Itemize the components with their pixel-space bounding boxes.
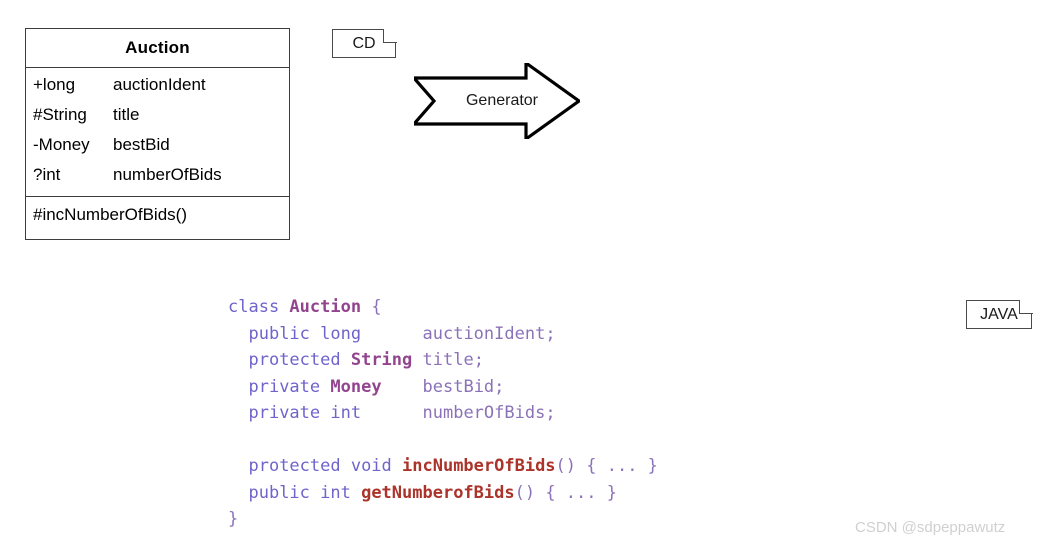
- java-code-block: class Auction { public long auctionIdent…: [228, 294, 658, 533]
- uml-operations-section: #incNumberOfBids(): [26, 197, 289, 233]
- note-fold-corner-icon: [382, 28, 397, 43]
- uml-attribute-type: +long: [33, 75, 76, 94]
- code-line: protected void incNumberOfBids() { ... }: [228, 453, 658, 480]
- code-line: protected String title;: [228, 347, 658, 374]
- code-line: public long auctionIdent;: [228, 321, 658, 348]
- uml-operation-row: #incNumberOfBids(): [33, 205, 187, 224]
- code-token-plain: [228, 430, 238, 450]
- code-token-keyword: protected void: [248, 456, 403, 476]
- code-token-keyword: public int: [248, 482, 362, 503]
- cd-note-label: CD: [352, 34, 376, 52]
- code-line: private int numberOfBids;: [228, 400, 658, 427]
- uml-class-name-section: Auction: [26, 29, 289, 68]
- code-line: public int getNumberofBids() { ... }: [228, 480, 658, 507]
- uml-class-name: Auction: [125, 38, 190, 57]
- code-token-plain: [228, 324, 248, 344]
- uml-attribute-name: auctionIdent: [113, 75, 206, 94]
- code-token-keyword: public long: [248, 323, 362, 344]
- generator-arrow-label: Generator: [465, 92, 539, 109]
- code-token-ident: bestBid;: [422, 376, 505, 397]
- code-token-type: String: [350, 350, 413, 370]
- code-line: [228, 427, 658, 454]
- code-token-type: Money: [330, 376, 382, 397]
- generator-arrow-shape: [414, 63, 580, 139]
- code-token-keyword: class: [228, 297, 290, 317]
- code-token-method: incNumberOfBids: [402, 456, 556, 476]
- code-token-plain: [228, 456, 248, 476]
- code-token-ident: title;: [422, 350, 484, 370]
- code-token-plain: [228, 403, 248, 423]
- uml-attribute-row: -Money bestBid: [33, 135, 289, 165]
- code-line: }: [228, 506, 658, 533]
- code-token-punct: () { ... }: [514, 482, 617, 503]
- code-token-method: getNumberofBids: [361, 482, 515, 503]
- code-token-punct: }: [228, 509, 239, 529]
- code-token-ident: numberOfBids;: [422, 403, 556, 423]
- java-note-tag: JAVA: [966, 299, 1033, 329]
- uml-attribute-type: #String: [33, 105, 87, 124]
- uml-attribute-row: +long auctionIdent: [33, 75, 289, 105]
- note-fold-corner-icon: [1018, 299, 1033, 314]
- code-token-plain: [361, 403, 422, 423]
- uml-attribute-type: -Money: [33, 135, 90, 154]
- code-token-keyword: private: [248, 376, 331, 397]
- cd-note-tag: CD: [332, 28, 397, 58]
- code-token-plain: [361, 324, 422, 344]
- code-token-keyword: private int: [248, 403, 362, 423]
- code-token-plain: [228, 350, 248, 370]
- uml-attribute-type: ?int: [33, 165, 61, 184]
- code-token-ident: auctionIdent;: [422, 323, 556, 344]
- code-token-type: Auction: [289, 297, 362, 317]
- watermark: CSDN @sdpeppawutz: [855, 519, 1006, 536]
- code-line: class Auction {: [228, 294, 658, 321]
- uml-attribute-name: numberOfBids: [113, 165, 222, 184]
- code-token-plain: [382, 377, 423, 397]
- code-token-punct: () { ... }: [555, 456, 658, 476]
- code-line: private Money bestBid;: [228, 374, 658, 401]
- generator-arrow: Generator: [414, 63, 580, 139]
- java-note-label: JAVA: [980, 305, 1018, 323]
- code-token-plain: [412, 350, 422, 370]
- uml-attribute-row: ?int numberOfBids: [33, 165, 289, 195]
- code-token-keyword: protected: [248, 350, 351, 370]
- uml-attributes-section: +long auctionIdent #String title -Money bestB…: [26, 68, 289, 197]
- uml-attribute-row: #String title: [33, 105, 289, 135]
- code-token-plain: [228, 377, 248, 397]
- uml-attribute-name: bestBid: [113, 135, 170, 154]
- code-token-punct: {: [361, 297, 382, 317]
- uml-class-box: Auction +long auctionIdent #String title -Mo…: [25, 28, 290, 240]
- code-token-plain: [228, 483, 248, 503]
- uml-attribute-name: title: [113, 105, 140, 124]
